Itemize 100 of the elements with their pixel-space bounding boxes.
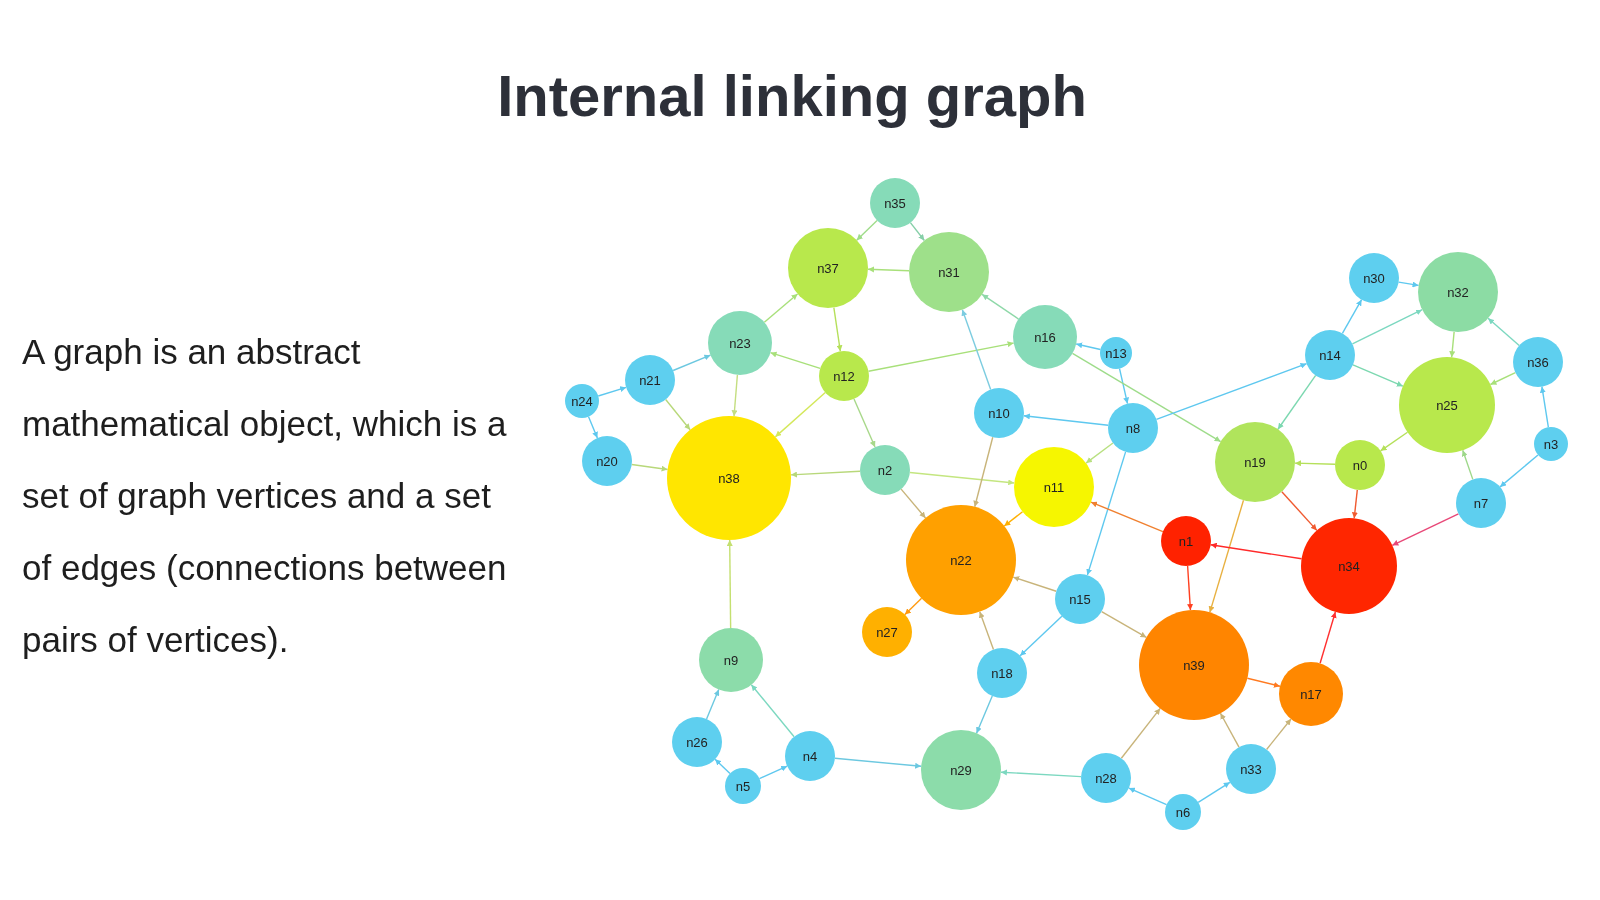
- graph-node: [1226, 744, 1276, 794]
- graph-node: [1305, 330, 1355, 380]
- graph-node: [1055, 574, 1105, 624]
- arrow: [1120, 707, 1161, 759]
- arrow: [1071, 352, 1222, 443]
- node-label: n18: [991, 665, 1013, 681]
- arrow: [867, 266, 910, 273]
- graph-node: [977, 648, 1027, 698]
- node-label: n21: [639, 372, 661, 388]
- arrow: [1012, 576, 1057, 592]
- node-label: n30: [1363, 270, 1385, 286]
- arrow: [1210, 542, 1303, 560]
- arrow: [834, 757, 922, 769]
- node-label: n15: [1069, 591, 1091, 607]
- arrow: [979, 611, 995, 651]
- graph-node: [1108, 403, 1158, 453]
- arrow: [705, 688, 720, 720]
- node-label: n1: [1178, 533, 1194, 549]
- node-label: n20: [596, 453, 618, 469]
- node-label: n33: [1240, 761, 1262, 777]
- node-label: n39: [1183, 657, 1205, 673]
- arrow: [1155, 362, 1308, 420]
- arrow: [1090, 501, 1164, 533]
- node-label: n35: [884, 195, 906, 211]
- arrow: [726, 539, 733, 629]
- graph-node: [625, 355, 675, 405]
- node-label: n12: [833, 368, 855, 384]
- arrow: [758, 765, 788, 780]
- graph-node: [819, 351, 869, 401]
- node-label: n14: [1319, 347, 1341, 363]
- arrow: [597, 386, 627, 397]
- arrow: [1219, 712, 1240, 748]
- node-label: n37: [817, 260, 839, 276]
- arrow: [1277, 374, 1317, 430]
- arrow: [1186, 565, 1194, 611]
- arrow: [1023, 413, 1109, 426]
- arrow: [1085, 442, 1114, 464]
- node-label: n9: [723, 652, 739, 668]
- arrow: [1208, 499, 1245, 614]
- arrow: [714, 758, 731, 775]
- arrow: [909, 471, 1015, 486]
- node-label: n36: [1527, 354, 1549, 370]
- graph-node: [1456, 478, 1506, 528]
- arrow: [631, 463, 669, 472]
- arrow: [1499, 454, 1539, 488]
- node-label: n2: [877, 462, 893, 478]
- graph-node: [860, 445, 910, 495]
- graph-node: [870, 178, 920, 228]
- arrow: [1019, 615, 1063, 657]
- description-text: A graph is an abstract mathematical object, which is a set of graph vertices and a set of edges (connections between pairs of vertices).: [22, 331, 508, 661]
- node-label: n16: [1034, 329, 1056, 345]
- graph-node: [1335, 440, 1385, 490]
- node-label: n13: [1105, 345, 1127, 361]
- arrow: [1000, 769, 1082, 778]
- node-label: n0: [1352, 457, 1368, 473]
- arrow: [790, 470, 861, 478]
- arrow: [1118, 367, 1130, 405]
- graph-node: [974, 388, 1024, 438]
- arrow: [1351, 489, 1358, 519]
- title: Internal linking graph: [496, 62, 1088, 129]
- arrow: [665, 398, 691, 431]
- graph-node: [1013, 305, 1077, 369]
- arrow: [1265, 718, 1292, 751]
- graph-node: [582, 436, 632, 486]
- graph-node: [1081, 753, 1131, 803]
- arrow: [961, 309, 992, 391]
- arrow: [1294, 460, 1336, 467]
- graph-node: [1100, 337, 1132, 369]
- graph-node: [565, 384, 599, 418]
- node-label: n10: [988, 405, 1010, 421]
- node-label: n7: [1473, 495, 1489, 511]
- arrow: [909, 222, 926, 242]
- arrow: [1449, 331, 1456, 358]
- arrow: [1461, 449, 1474, 481]
- node-label: n24: [571, 393, 593, 409]
- arrow: [750, 684, 795, 738]
- node-label: n29: [950, 762, 972, 778]
- arrow: [731, 374, 739, 417]
- graph-node: [1349, 253, 1399, 303]
- graph-node: [1513, 337, 1563, 387]
- graph-node: [1165, 794, 1201, 830]
- arrow: [1379, 431, 1409, 452]
- node-label: n28: [1095, 770, 1117, 786]
- arrow: [900, 488, 927, 519]
- arrow: [853, 398, 876, 448]
- node-label: n3: [1543, 436, 1559, 452]
- arrow: [975, 695, 993, 734]
- graph-node: [862, 607, 912, 657]
- arrow: [1341, 299, 1363, 334]
- graph-node: [725, 768, 761, 804]
- arrow: [1391, 513, 1460, 547]
- arrow: [833, 306, 843, 352]
- arrow: [973, 436, 994, 508]
- arrow: [867, 341, 1015, 372]
- node-label: n32: [1447, 284, 1469, 300]
- arrow: [1086, 451, 1127, 576]
- node-label: n6: [1175, 804, 1191, 820]
- graph-node: [785, 731, 835, 781]
- node-label: n38: [718, 470, 740, 486]
- node-label: n5: [735, 778, 751, 794]
